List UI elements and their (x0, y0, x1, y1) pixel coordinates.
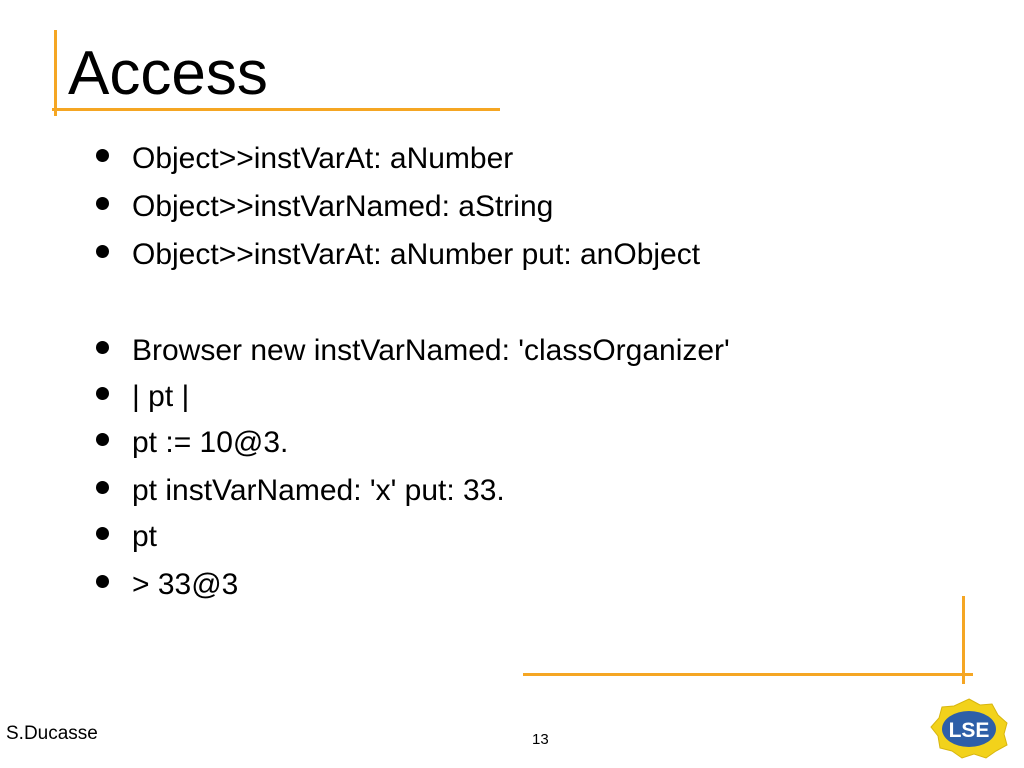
bullet-item: pt := 10@3. (92, 423, 288, 463)
footer-horizontal-rule (523, 673, 973, 676)
bullet-item: pt instVarNamed: 'x' put: 33. (92, 471, 505, 511)
title-vertical-rule (54, 30, 57, 116)
logo-text: LSE (949, 719, 990, 742)
bullet-item: Object>>instVarNamed: aString (92, 187, 553, 227)
bullet-icon (96, 432, 109, 446)
slide-title: Access (68, 39, 268, 108)
bullet-item: Object>>instVarAt: aNumber (92, 139, 513, 179)
bullet-item: > 33@3 (92, 565, 238, 605)
bullet-icon (96, 244, 109, 258)
bullet-icon (96, 480, 109, 494)
bullet-item: | pt | (92, 377, 189, 417)
bullet-text: pt instVarNamed: 'x' put: 33. (132, 474, 505, 507)
bullet-text: Object>>instVarAt: aNumber (132, 142, 514, 175)
bullet-icon (96, 148, 109, 162)
bullet-item: Object>>instVarAt: aNumber put: anObject (92, 235, 700, 275)
bullet-text: > 33@3 (132, 568, 239, 601)
bullet-icon (96, 386, 109, 400)
bullet-icon (96, 526, 109, 540)
page-number: 13 (532, 731, 549, 748)
bullet-icon (96, 196, 109, 210)
bullet-item: pt (92, 517, 157, 557)
bullet-text: pt (132, 520, 158, 553)
bullet-text: Object>>instVarNamed: aString (132, 190, 554, 223)
bullet-text: | pt | (132, 380, 190, 413)
author-credit: S.Ducasse (6, 723, 98, 744)
lse-logo-icon: LSE (930, 698, 1008, 759)
bullet-text: pt := 10@3. (132, 426, 289, 459)
bullet-icon (96, 340, 109, 354)
bullet-item: Browser new instVarNamed: 'classOrganize… (92, 331, 730, 371)
bullet-text: Object>>instVarAt: aNumber put: anObject (132, 238, 701, 271)
title-horizontal-rule (52, 108, 500, 111)
logo-inner-shape (942, 711, 996, 747)
bullet-text: Browser new instVarNamed: 'classOrganize… (132, 334, 730, 367)
footer-vertical-rule (962, 596, 965, 684)
bullet-icon (96, 574, 109, 588)
